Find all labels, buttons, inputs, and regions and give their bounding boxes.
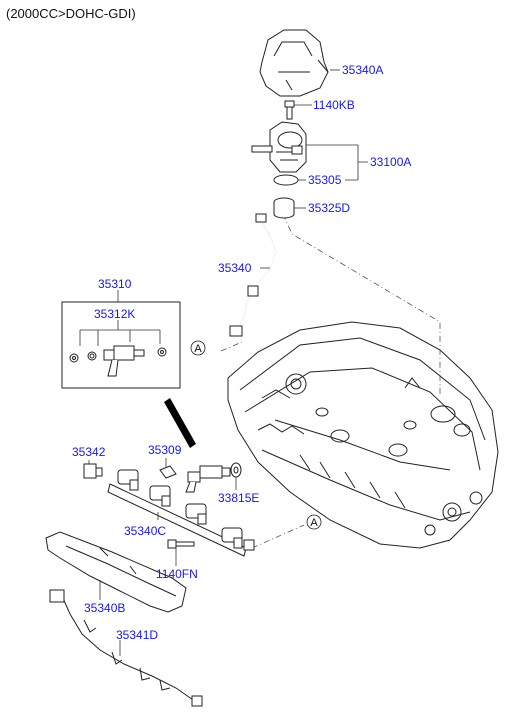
label-35340C: 35340C xyxy=(124,524,166,538)
fuel-rail xyxy=(107,469,255,557)
pump-housing-cover xyxy=(259,29,329,97)
label-35312K: 35312K xyxy=(94,307,135,321)
label-33100A: 33100A xyxy=(370,155,411,169)
callout-a-upper-letter: A xyxy=(194,343,202,355)
engine-spec-header: (2000CC>DOHC-GDI) xyxy=(6,6,136,21)
fuel-line-fitting-lower xyxy=(229,325,243,337)
injector-seal-33815e xyxy=(230,462,242,478)
bolt-1140kb xyxy=(284,100,295,120)
pump-mount-leader xyxy=(282,213,441,396)
fuel-line-fitting-mid xyxy=(247,285,259,297)
bracket-33100A xyxy=(306,144,368,181)
label-1140FN: 1140FN xyxy=(156,567,198,581)
callout-a-upper-leader xyxy=(220,341,243,352)
label-33815E: 33815E xyxy=(218,491,259,505)
callout-a-upper: A xyxy=(190,340,206,356)
injector-clip xyxy=(159,465,177,479)
label-35340: 35340 xyxy=(218,261,252,275)
fuel-pressure-sensor xyxy=(83,463,103,479)
fuel-injector xyxy=(185,465,231,493)
fuel-line-fitting-upper xyxy=(255,213,267,223)
bolt-1140fn xyxy=(167,539,195,549)
kit-clip xyxy=(157,347,167,357)
label-35309: 35309 xyxy=(148,443,182,457)
kit-washer xyxy=(87,351,97,361)
pump-lifter xyxy=(273,197,295,219)
label-35340A: 35340A xyxy=(342,63,383,77)
kit-injector xyxy=(103,345,145,377)
label-35340B: 35340B xyxy=(84,601,125,615)
callout-a-lower-letter: A xyxy=(310,517,318,529)
label-35310: 35310 xyxy=(98,277,132,291)
fuel-rail-cover xyxy=(45,531,187,613)
label-35342: 35342 xyxy=(72,445,106,459)
cylinder-head-illustration xyxy=(227,321,499,549)
bracket-35312K xyxy=(79,320,161,346)
label-35305: 35305 xyxy=(308,173,342,187)
callout-a-lower: A xyxy=(306,514,322,530)
kit-seal-ring-small xyxy=(69,353,79,363)
label-1140KB: 1140KB xyxy=(313,98,355,112)
high-pressure-fuel-pump xyxy=(251,121,307,173)
label-35325D: 35325D xyxy=(308,201,350,215)
pointer-arrow xyxy=(164,398,196,448)
injector-wiring-harness xyxy=(49,589,203,707)
injector-kit-box xyxy=(61,301,181,389)
label-35341D: 35341D xyxy=(116,628,158,642)
callout-a-lower-leader xyxy=(251,524,305,549)
pump-o-ring xyxy=(273,174,299,186)
